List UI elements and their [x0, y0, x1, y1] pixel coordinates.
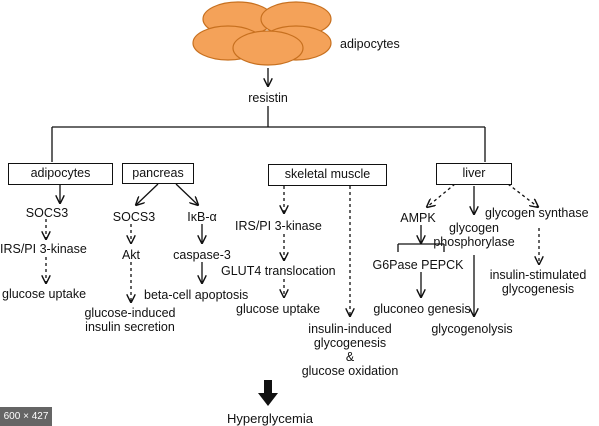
liver-stimulated-line2: glycogenesis [501, 282, 575, 296]
muscle-glut4-translocation: GLUT4 translocation [221, 264, 336, 278]
muscle-glycogenesis-oxidation: insulin-induced glycogenesis & glucose o… [290, 322, 410, 378]
muscle-irs-pi3k: IRS/PI 3-kinase [235, 219, 322, 233]
muscle-glycogenesis-line1: insulin-induced [308, 322, 392, 336]
outcome-arrow-icon [258, 380, 278, 406]
adipocyte-cluster-icon [192, 1, 332, 66]
pancreas-insulin-secretion-line2: insulin secretion [85, 320, 175, 334]
image-size-badge: 600 × 427 [0, 407, 52, 426]
liver-g6pase-pepck: G6Pase PEPCK [372, 258, 464, 272]
liver-insulin-stimulated-glycogenesis: insulin-stimulated glycogenesis [482, 268, 594, 296]
cells-label: adipocytes [340, 37, 400, 51]
adipo-socs3: SOCS3 [25, 206, 69, 220]
branch-box-skeletal-muscle: skeletal muscle [268, 164, 387, 186]
adipocyte-cell [232, 30, 304, 66]
liver-ampk: AMPK [400, 211, 436, 225]
muscle-glucose-oxidation: glucose oxidation [301, 364, 399, 378]
muscle-glucose-uptake: glucose uptake [236, 302, 321, 316]
liver-glycogen-phosphorylase: glycogen phosphorylase [424, 221, 524, 249]
branch-box-liver: liver [436, 163, 512, 185]
liver-glycogenolysis: glycogenolysis [431, 322, 513, 336]
pancreas-insulin-secretion: glucose-induced insulin secretion [70, 306, 190, 334]
liver-glycogen-synthase: glycogen synthase [485, 206, 589, 220]
pancreas-beta-cell-apoptosis: beta-cell apoptosis [144, 288, 249, 302]
liver-phosphorylase-line1: glycogen [448, 221, 500, 235]
muscle-ampersand: & [345, 350, 355, 364]
pancreas-caspase-3: caspase-3 [173, 248, 231, 262]
liver-gluconeogenesis: gluconeo genesis [373, 302, 471, 316]
pancreas-insulin-secretion-line1: glucose-induced [84, 306, 176, 320]
arrow-pancreas-to-socs3 [136, 183, 159, 205]
arrow-liver-to-synthase [507, 183, 538, 207]
connectors [46, 68, 539, 316]
branch-box-pancreas: pancreas [122, 163, 194, 184]
arrow-pancreas-to-ikb [175, 183, 198, 205]
arrow-liver-to-ampk [427, 183, 456, 207]
adipo-irs-pi3k: IRS/PI 3-kinase [0, 242, 87, 256]
outcome-hyperglycemia: Hyperglycemia [227, 411, 313, 426]
branch-box-adipocytes: adipocytes [8, 163, 113, 185]
pancreas-socs3: SOCS3 [112, 210, 156, 224]
muscle-glycogenesis-line2: glycogenesis [313, 336, 387, 350]
liver-phosphorylase-line2: phosphorylase [433, 235, 515, 249]
hormone-label: resistin [248, 91, 288, 105]
liver-stimulated-line1: insulin-stimulated [489, 268, 587, 282]
pancreas-ikb-alpha: IκB-α [187, 210, 217, 224]
pancreas-akt: Akt [121, 248, 141, 262]
adipo-glucose-uptake: glucose uptake [2, 287, 87, 301]
